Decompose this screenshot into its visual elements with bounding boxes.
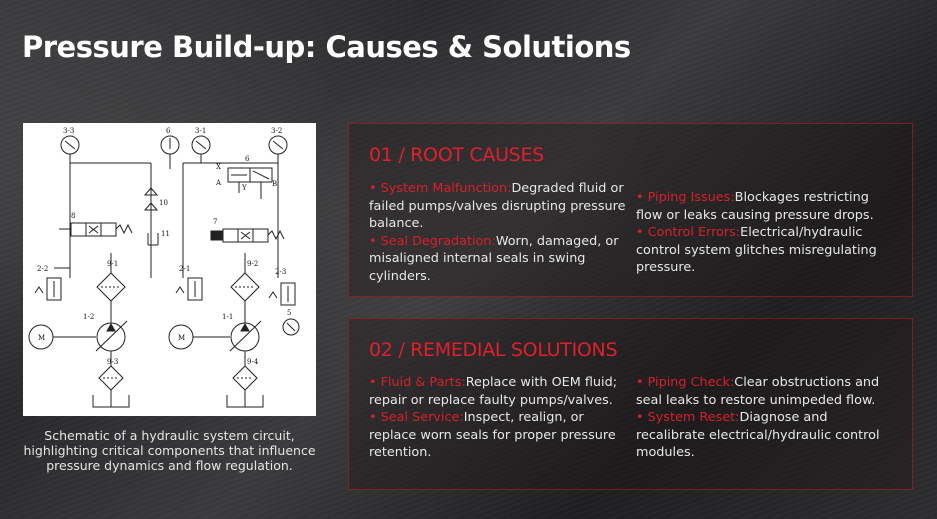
pump-1-1 — [229, 320, 262, 352]
cause-text: Degraded fluid or failed pumps/valves di… — [369, 181, 626, 231]
svg-text:9-2: 9-2 — [247, 260, 258, 268]
cause-label: • Piping Issues: — [636, 190, 735, 205]
gauge-5 — [282, 318, 300, 336]
svg-text:M: M — [38, 334, 45, 342]
gauge-3-2 — [268, 135, 288, 165]
motor-1 — [28, 324, 96, 350]
svg-text:B: B — [272, 180, 277, 188]
svg-text:6: 6 — [245, 155, 250, 163]
root-causes-column-left: • System Malfunction:Degraded fluid or f… — [369, 180, 629, 285]
svg-text:10: 10 — [159, 199, 168, 207]
cause-item-system-malfunction: • System Malfunction:Degraded fluid or f… — [369, 180, 629, 233]
svg-text:2-2: 2-2 — [37, 265, 48, 273]
cause-item-control-errors: • Control Errors:Electrical/hydraulic co… — [636, 224, 896, 277]
cause-text: Worn, damaged, or misaligned internal se… — [369, 233, 619, 284]
remedial-solutions-heading: 02 / REMEDIAL SOLUTIONS — [369, 339, 618, 361]
relief-valve-2-3 — [268, 282, 296, 306]
svg-text:M: M — [178, 334, 185, 342]
gauge-6a — [160, 135, 180, 155]
root-causes-panel: 01 / ROOT CAUSES • System Malfunction:De… — [348, 123, 913, 297]
reservoir-11 — [147, 233, 159, 246]
svg-text:8: 8 — [71, 212, 75, 220]
valve-7 — [210, 228, 285, 243]
solution-text: Replace with OEM fluid; repair or replac… — [369, 375, 618, 408]
solution-item-system-reset: • System Reset:Diagnose and recalibrate … — [636, 409, 896, 462]
svg-text:3-2: 3-2 — [271, 127, 282, 135]
solution-item-piping-check: • Piping Check:Clear obstructions and se… — [636, 374, 896, 409]
filter-9-1 — [96, 272, 126, 302]
solutions-column-left: • Fluid & Parts:Replace with OEM fluid; … — [369, 374, 629, 462]
svg-text:6: 6 — [166, 127, 171, 135]
page-title: Pressure Build-up: Causes & Solutions — [22, 30, 631, 64]
solution-label: • Seal Service: — [369, 410, 464, 425]
relief-valve-2-1 — [175, 277, 203, 301]
solution-item-fluid-parts: • Fluid & Parts:Replace with OEM fluid; … — [369, 374, 629, 409]
cause-label: • Seal Degradation: — [369, 233, 496, 249]
cause-item-piping-issues: • Piping Issues:Blockages restricting fl… — [636, 189, 896, 224]
cause-item-seal-degradation: • Seal Degradation:Worn, damaged, or mis… — [369, 233, 629, 286]
schematic-caption: Schematic of a hydraulic system circuit,… — [23, 428, 316, 473]
remedial-solutions-panel: 02 / REMEDIAL SOLUTIONS • Fluid & Parts:… — [348, 318, 913, 490]
solution-text: Inspect, realign, or replace worn seals … — [369, 410, 616, 460]
cause-text: Electrical/hydraulic control system glit… — [636, 225, 877, 275]
cause-label: • System Malfunction: — [369, 181, 512, 196]
svg-text:9-4: 9-4 — [247, 358, 259, 366]
cause-label: • Control Errors: — [636, 225, 741, 240]
svg-text:9-3: 9-3 — [107, 358, 118, 366]
filter-9-4 — [232, 365, 258, 391]
svg-text:7: 7 — [213, 218, 217, 226]
svg-text:2-1: 2-1 — [179, 265, 190, 273]
svg-text:3-3: 3-3 — [63, 127, 74, 135]
svg-text:A: A — [215, 179, 222, 187]
filter-9-3 — [98, 365, 124, 391]
solution-item-seal-service: • Seal Service:Inspect, realign, or repl… — [369, 409, 629, 462]
gauge-3-1 — [191, 135, 211, 155]
svg-text:2-3: 2-3 — [275, 268, 286, 276]
root-causes-heading: 01 / ROOT CAUSES — [369, 144, 544, 166]
check-valve-10 — [143, 187, 159, 211]
svg-text:11: 11 — [161, 230, 170, 238]
motor-2 — [168, 324, 230, 350]
cause-text: Blockages restricting flow or leaks caus… — [636, 190, 874, 223]
filter-9-2 — [230, 272, 260, 302]
solution-text: Diagnose and recalibrate electrical/hydr… — [636, 410, 880, 460]
svg-text:Y: Y — [241, 184, 247, 192]
valve-8 — [59, 222, 133, 237]
solution-label: • Piping Check: — [636, 375, 735, 390]
solution-label: • System Reset: — [636, 410, 740, 425]
solution-label: • Fluid & Parts: — [369, 375, 466, 390]
gauge-3-3 — [60, 135, 80, 165]
svg-text:1-1: 1-1 — [222, 313, 233, 321]
relief-valve-2-2 — [34, 267, 70, 301]
solutions-column-right: • Piping Check:Clear obstructions and se… — [636, 374, 896, 462]
pump-1-2 — [95, 320, 128, 352]
valve-6 — [227, 167, 273, 199]
svg-text:X: X — [216, 163, 221, 171]
svg-text:3-1: 3-1 — [195, 127, 206, 135]
solution-text: Clear obstructions and seal leaks to res… — [636, 375, 880, 408]
svg-text:9-1: 9-1 — [107, 260, 118, 268]
root-causes-column-right: • Piping Issues:Blockages restricting fl… — [636, 189, 896, 277]
svg-text:1-2: 1-2 — [83, 313, 94, 321]
svg-text:5: 5 — [287, 309, 291, 317]
hydraulic-schematic-image: 3-3 6 3-1 3-2 6 X A B Y 10 11 8 7 2-2 9-… — [23, 123, 316, 416]
